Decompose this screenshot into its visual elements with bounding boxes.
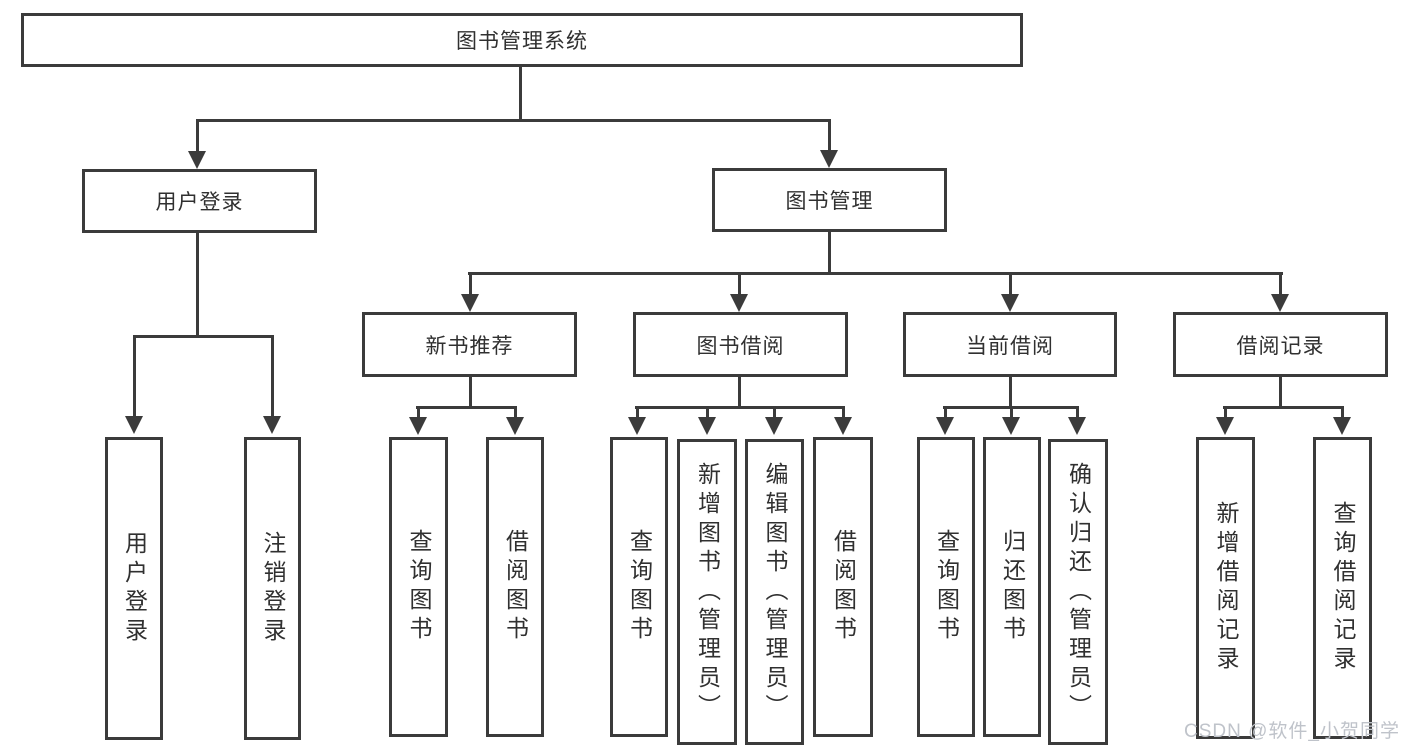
connector-arrow-line bbox=[1341, 406, 1344, 419]
connector-arrow-line bbox=[944, 406, 947, 419]
connector-stem bbox=[469, 377, 472, 409]
connector-arrow-line bbox=[738, 272, 741, 297]
connector-arrow-line bbox=[1010, 406, 1013, 419]
connector-arrow-line bbox=[773, 406, 776, 419]
connector-branch bbox=[1223, 406, 1344, 409]
leaf-current-query: 查询图书 bbox=[917, 437, 975, 737]
leaf-records-add: 新增借阅记录 bbox=[1196, 437, 1255, 739]
connector-root-stem bbox=[519, 67, 522, 121]
connector-branch bbox=[416, 406, 517, 409]
arrowhead bbox=[1216, 417, 1234, 435]
arrowhead bbox=[820, 150, 838, 168]
leaf-newbooks-query: 查询图书 bbox=[389, 437, 448, 737]
leaf-borrow-add-admin: 新增图书（管理员） bbox=[677, 439, 737, 745]
arrowhead bbox=[409, 417, 427, 435]
connector-arrow-line bbox=[469, 272, 472, 297]
connector-arrow-line bbox=[133, 335, 136, 418]
leaf-records-query: 查询借阅记录 bbox=[1313, 437, 1372, 739]
arrowhead bbox=[461, 294, 479, 312]
arrowhead bbox=[263, 416, 281, 434]
leaf-borrow-query: 查询图书 bbox=[610, 437, 668, 737]
node-borrow-records: 借阅记录 bbox=[1173, 312, 1388, 377]
leaf-borrow-edit-admin: 编辑图书（管理员） bbox=[745, 439, 804, 745]
arrowhead bbox=[1333, 417, 1351, 435]
leaf-borrow-borrow: 借阅图书 bbox=[813, 437, 873, 737]
connector-stem bbox=[1009, 377, 1012, 409]
arrowhead bbox=[765, 417, 783, 435]
leaf-newbooks-borrow: 借阅图书 bbox=[486, 437, 544, 737]
arrowhead bbox=[730, 294, 748, 312]
arrowhead bbox=[1002, 417, 1020, 435]
connector-arrow-line bbox=[636, 406, 639, 419]
node-new-books: 新书推荐 bbox=[362, 312, 577, 377]
connector-arrow-line bbox=[1076, 406, 1079, 419]
connector-branch bbox=[635, 406, 845, 409]
connector-stem bbox=[1279, 377, 1282, 409]
node-book-management: 图书管理 bbox=[712, 168, 947, 232]
arrowhead bbox=[698, 417, 716, 435]
arrowhead bbox=[936, 417, 954, 435]
arrowhead bbox=[1068, 417, 1086, 435]
connector-arrow-line bbox=[706, 406, 709, 419]
connector-arrow-line bbox=[514, 406, 517, 419]
arrowhead bbox=[188, 151, 206, 169]
connector-arrow-line bbox=[1279, 272, 1282, 297]
connector-arrow-line bbox=[828, 119, 831, 153]
leaf-user-logout: 注销登录 bbox=[244, 437, 301, 740]
arrowhead bbox=[834, 417, 852, 435]
connector-level2-branch bbox=[196, 119, 831, 122]
connector-arrow-line bbox=[842, 406, 845, 419]
connector-stem bbox=[738, 377, 741, 409]
node-current-borrow: 当前借阅 bbox=[903, 312, 1117, 377]
connector-arrow-line bbox=[1009, 272, 1012, 297]
csdn-watermark: CSDN @软件_小贺同学 bbox=[1184, 721, 1400, 742]
arrowhead bbox=[506, 417, 524, 435]
connector-level3-branch bbox=[468, 272, 1283, 275]
connector-management-stem bbox=[828, 232, 831, 275]
arrowhead bbox=[1271, 294, 1289, 312]
connector-arrow-line bbox=[1224, 406, 1227, 419]
connector-user-branch bbox=[133, 335, 274, 338]
arrowhead bbox=[1001, 294, 1019, 312]
leaf-current-confirm-admin: 确认归还（管理员） bbox=[1048, 439, 1108, 745]
node-book-borrow: 图书借阅 bbox=[633, 312, 848, 377]
node-user-login: 用户登录 bbox=[82, 169, 317, 233]
leaf-current-return: 归还图书 bbox=[983, 437, 1041, 737]
arrowhead bbox=[628, 417, 646, 435]
leaf-user-login: 用户登录 bbox=[105, 437, 163, 740]
connector-arrow-line bbox=[271, 335, 274, 418]
connector-user-stem bbox=[196, 233, 199, 338]
arrowhead bbox=[125, 416, 143, 434]
node-root-library-system: 图书管理系统 bbox=[21, 13, 1023, 67]
connector-arrow-line bbox=[196, 119, 199, 153]
connector-arrow-line bbox=[417, 406, 420, 419]
